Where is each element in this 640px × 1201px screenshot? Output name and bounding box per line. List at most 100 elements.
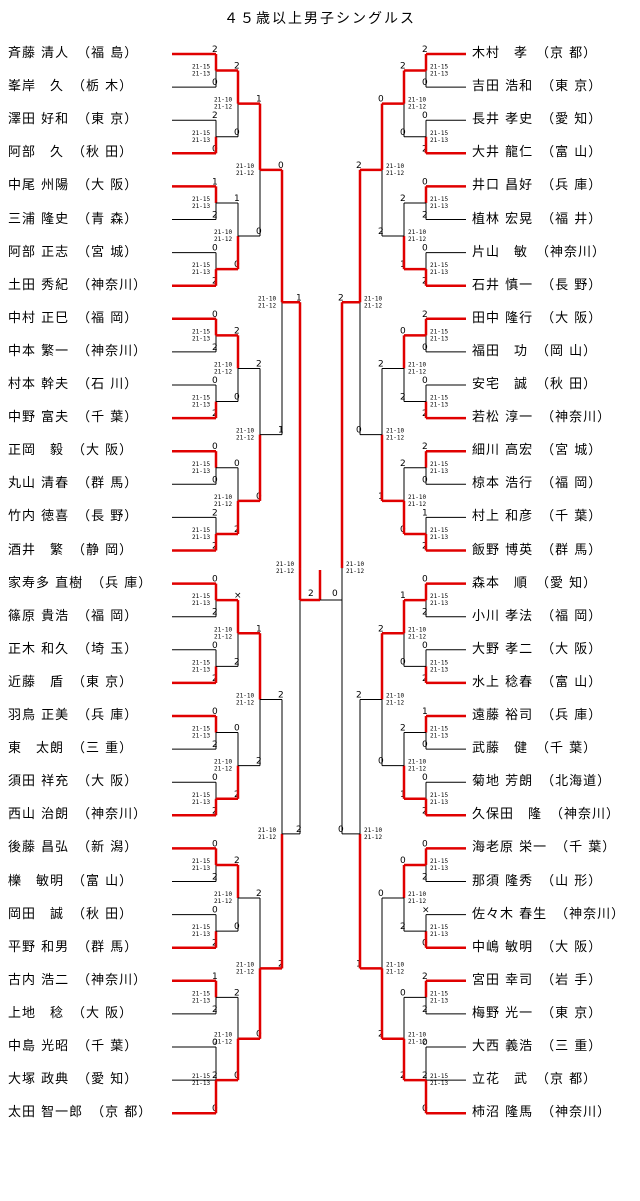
game-score: 21-12 bbox=[408, 898, 426, 905]
player-prefecture: （秋 田） bbox=[536, 377, 598, 392]
score-label: 2 bbox=[422, 972, 428, 982]
player-name: 椋本 浩行 bbox=[472, 476, 534, 492]
player-entry: 椋本 浩行 （福 岡） bbox=[472, 476, 602, 492]
score-label: 0 bbox=[234, 128, 240, 138]
player-prefecture: （栃 木） bbox=[72, 79, 134, 95]
game-score: 21-13 bbox=[192, 71, 210, 78]
game-score: 21-10 bbox=[258, 827, 276, 834]
player-name: 酒井 繁 bbox=[8, 542, 65, 558]
player-entry: 遠藤 裕司（兵 庫） bbox=[472, 708, 602, 724]
player-entry: 大塚 政典（愛 知） bbox=[8, 1072, 138, 1088]
game-score: 21-10 bbox=[386, 163, 404, 170]
score-label: 0 bbox=[212, 839, 218, 849]
player-name: 中野 富夫 bbox=[8, 410, 70, 426]
game-score: 21-13 bbox=[430, 1080, 448, 1087]
game-score: 21-15 bbox=[192, 659, 210, 666]
player-prefecture: （神奈川） bbox=[550, 807, 621, 823]
game-score: 21-15 bbox=[192, 858, 210, 865]
game-score: 21-12 bbox=[276, 568, 294, 575]
score-label: 2 bbox=[422, 310, 428, 320]
player-name: 長井 孝史 bbox=[472, 112, 534, 128]
game-score: 21-10 bbox=[276, 561, 294, 568]
score-label: 0 bbox=[212, 575, 218, 585]
game-score: 21-15 bbox=[430, 1073, 448, 1080]
player-entry: 斉藤 清人（福 島） bbox=[8, 46, 138, 62]
game-score: 21-10 bbox=[386, 428, 404, 435]
game-score: 21-12 bbox=[408, 1039, 426, 1046]
score-label: 0 bbox=[234, 724, 240, 734]
game-score: 21-15 bbox=[430, 395, 448, 402]
player-entry: 平野 和男（群 馬） bbox=[8, 940, 138, 956]
game-score: 21-12 bbox=[236, 435, 254, 442]
player-name: 久保田 隆 bbox=[472, 807, 543, 823]
player-entry: 篠原 貴浩（福 岡） bbox=[8, 609, 138, 625]
game-score: 21-13 bbox=[430, 71, 448, 78]
game-score: 21-13 bbox=[192, 1080, 210, 1087]
score-label: 2 bbox=[378, 359, 384, 369]
player-entry: 那須 隆秀（山 形） bbox=[472, 874, 602, 890]
game-score: 21-13 bbox=[192, 733, 210, 740]
player-prefecture: （福 岡） bbox=[541, 476, 603, 492]
player-prefecture: （千 葉） bbox=[77, 410, 139, 426]
player-entry: 櫟 敏明（富 山） bbox=[8, 874, 133, 890]
player-entry: 水上 稔春（富 山） bbox=[472, 675, 602, 691]
player-name: 土田 秀紀 bbox=[8, 277, 70, 293]
score-label: 2 bbox=[234, 657, 240, 667]
player-name: 丸山 清春 bbox=[8, 476, 70, 492]
player-prefecture: （宮 城） bbox=[541, 443, 603, 459]
game-score: 21-12 bbox=[258, 834, 276, 841]
game-score: 21-12 bbox=[386, 968, 404, 975]
score-label: 1 bbox=[278, 426, 284, 436]
score-label: 2 bbox=[400, 459, 406, 469]
player-name: 細川 高宏 bbox=[472, 443, 534, 459]
player-entry: 酒井 繁（静 岡） bbox=[8, 543, 133, 559]
game-score: 21-13 bbox=[430, 269, 448, 276]
game-score: 21-15 bbox=[430, 924, 448, 931]
score-label: 0 bbox=[422, 740, 428, 750]
player-entry: 石井 慎一（長 野） bbox=[472, 278, 602, 294]
game-score: 21-12 bbox=[214, 898, 232, 905]
game-score: 21-10 bbox=[214, 626, 232, 633]
game-score: 21-10 bbox=[408, 361, 426, 368]
game-score: 21-10 bbox=[408, 626, 426, 633]
game-score: 21-10 bbox=[408, 97, 426, 104]
game-score: 21-15 bbox=[430, 726, 448, 733]
player-prefecture: （兵 庫） bbox=[541, 708, 603, 723]
game-score: 21-10 bbox=[214, 759, 232, 766]
game-score: 21-15 bbox=[192, 792, 210, 799]
game-score: 21-10 bbox=[214, 97, 232, 104]
player-prefecture: （宮 城） bbox=[77, 244, 139, 260]
score-label: 0 bbox=[234, 393, 240, 403]
score-label: 1 bbox=[256, 624, 262, 634]
game-score: 21-10 bbox=[346, 561, 364, 568]
player-prefecture: （福 岡） bbox=[77, 310, 139, 326]
score-label: 0 bbox=[422, 343, 428, 353]
player-name: 中島 光昭 bbox=[8, 1039, 70, 1054]
score-label: 2 bbox=[256, 359, 262, 369]
player-entry: 太田 智一郎（京 都） bbox=[8, 1105, 152, 1121]
score-label: 1 bbox=[400, 591, 406, 601]
player-name: 飯野 博英 bbox=[472, 542, 534, 558]
score-label: 2 bbox=[422, 608, 428, 618]
game-score: 21-12 bbox=[386, 699, 404, 706]
game-score: 21-15 bbox=[192, 196, 210, 203]
player-entry: 峯岸 久（栃 木） bbox=[8, 79, 133, 95]
game-score: 21-12 bbox=[408, 501, 426, 508]
game-score: 21-10 bbox=[236, 428, 254, 435]
player-entry: 安宅 誠（秋 田） bbox=[472, 377, 597, 393]
player-entry: 正岡 毅（大 阪） bbox=[8, 443, 133, 459]
player-prefecture: （長 野） bbox=[77, 509, 139, 525]
player-prefecture: （兵 庫） bbox=[541, 178, 603, 194]
score-label: 0 bbox=[422, 575, 428, 585]
game-score: 21-15 bbox=[192, 1073, 210, 1080]
player-entry: 近藤 盾（東 京） bbox=[8, 675, 133, 691]
game-score: 21-10 bbox=[236, 961, 254, 968]
game-score: 21-10 bbox=[214, 1032, 232, 1039]
score-label: 2 bbox=[212, 45, 218, 55]
score-label: 0 bbox=[256, 227, 262, 237]
player-entry: 中島 光昭（千 葉） bbox=[8, 1039, 138, 1055]
player-prefecture: （神奈川） bbox=[77, 277, 148, 293]
player-prefecture: （京 都） bbox=[536, 1072, 598, 1088]
player-name: 梅野 光一 bbox=[472, 1005, 534, 1021]
score-label: 2 bbox=[422, 1071, 428, 1081]
